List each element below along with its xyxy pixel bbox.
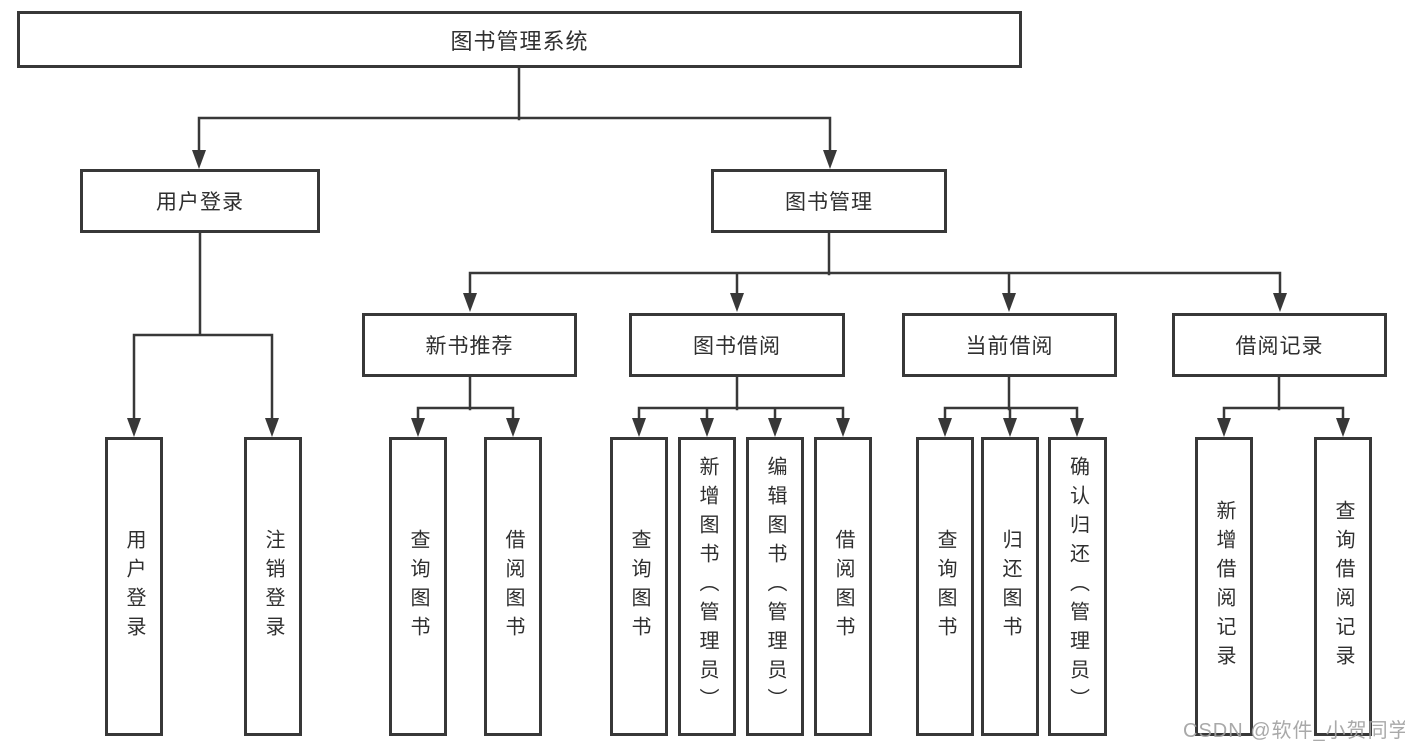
leaf-current-query-books: 查询图书 [916, 437, 974, 736]
leaf-current-return-books: 归还图书 [981, 437, 1039, 736]
node-book-management: 图书管理 [711, 169, 947, 233]
watermark: CSDN @软件_小贺同学 [1183, 720, 1405, 742]
leaf-borrow-edit-books-admin: 编辑图书（管理员） [746, 437, 804, 736]
arrow-down-icon [1273, 293, 1287, 312]
arrow-down-icon [632, 418, 646, 437]
node-new-book-recommend: 新书推荐 [362, 313, 577, 377]
node-root: 图书管理系统 [17, 11, 1022, 68]
leaf-borrow-query-books: 查询图书 [610, 437, 668, 736]
connector-bookmgmt-to-level3 [468, 231, 1282, 297]
leaf-user-login: 用户登录 [105, 437, 163, 736]
arrow-down-icon [463, 293, 477, 312]
node-user-login: 用户登录 [80, 169, 320, 233]
connector-root-to-level2 [197, 66, 832, 154]
arrow-down-icon [1217, 418, 1231, 437]
arrow-down-icon [192, 150, 206, 169]
leaf-logout: 注销登录 [244, 437, 302, 736]
connector-paths [132, 66, 1345, 422]
arrow-down-icon [1336, 418, 1350, 437]
node-current-borrow: 当前借阅 [902, 313, 1117, 377]
arrow-down-icon [1003, 418, 1017, 437]
leaf-newbook-borrow-books: 借阅图书 [484, 437, 542, 736]
connector-newbook-children [416, 375, 515, 422]
arrow-down-icon [836, 418, 850, 437]
leaf-records-add-record: 新增借阅记录 [1195, 437, 1253, 736]
arrow-down-icon [411, 418, 425, 437]
arrow-down-icon [1070, 418, 1084, 437]
node-borrow-records: 借阅记录 [1172, 313, 1387, 377]
arrow-down-icon [730, 293, 744, 312]
node-book-borrow: 图书借阅 [629, 313, 845, 377]
arrow-down-icon [938, 418, 952, 437]
leaf-borrow-add-books-admin: 新增图书（管理员） [678, 437, 736, 736]
leaf-records-query-record: 查询借阅记录 [1314, 437, 1372, 736]
leaf-borrow-borrow-books: 借阅图书 [814, 437, 872, 736]
arrow-down-icon [265, 418, 279, 437]
arrow-down-icon [127, 418, 141, 437]
arrow-down-icon [823, 150, 837, 169]
connector-bookborrow-children [637, 375, 845, 422]
leaf-current-confirm-return-admin: 确认归还（管理员） [1048, 437, 1107, 736]
arrow-down-icon [700, 418, 714, 437]
arrow-down-icon [768, 418, 782, 437]
connector-userlogin-children [132, 231, 274, 422]
arrowheads [127, 150, 1350, 437]
leaf-newbook-query-books: 查询图书 [389, 437, 447, 736]
connector-records-children [1222, 375, 1345, 422]
arrow-down-icon [1002, 293, 1016, 312]
connector-currentborrow-children [943, 375, 1079, 422]
arrow-down-icon [506, 418, 520, 437]
